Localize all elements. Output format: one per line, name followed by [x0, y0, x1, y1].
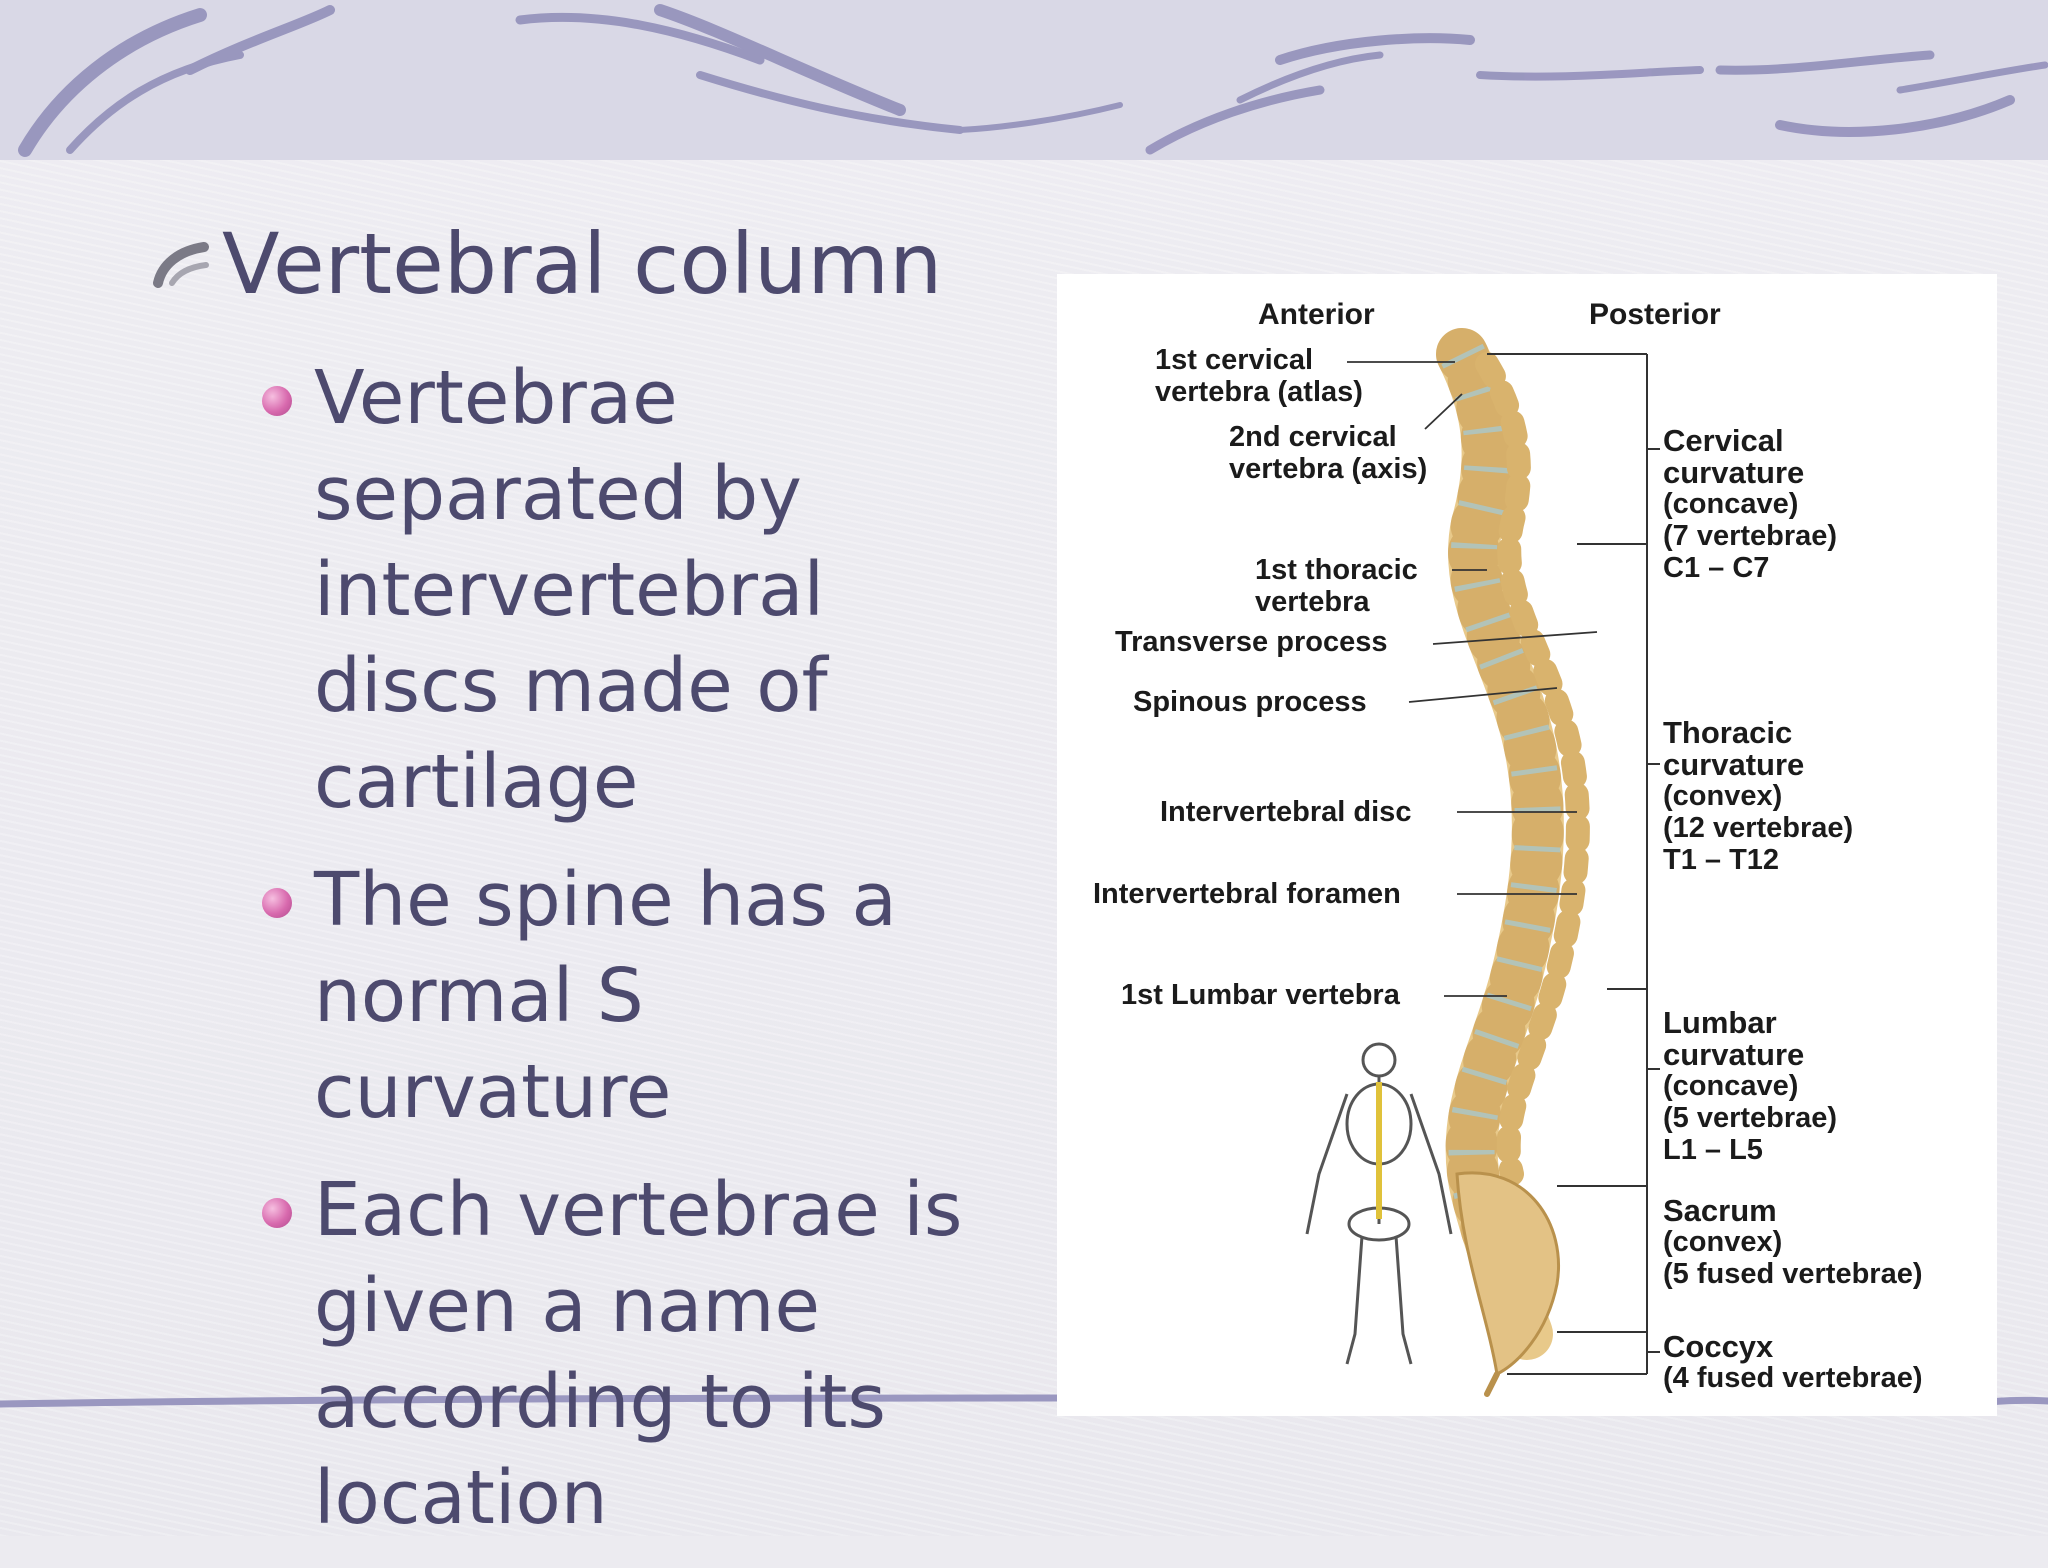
pink-bullet-icon: [262, 386, 292, 416]
lumbar-range: L1 – L5: [1663, 1134, 1763, 1166]
label-atlas-line2: vertebra (atlas): [1155, 376, 1363, 408]
cervical-range: C1 – C7: [1663, 552, 1770, 584]
thoracic-count: (12 vertebrae): [1663, 812, 1854, 844]
cervical-shape: (concave): [1663, 488, 1799, 520]
label-first-lumbar-vertebra: 1st Lumbar vertebra: [1121, 979, 1400, 1011]
decorative-top-band: [0, 0, 2048, 160]
label-spinous-process: Spinous process: [1133, 686, 1367, 718]
label-thoracic-line1: 1st thoracic: [1255, 554, 1418, 586]
label-axis-line2: vertebra (axis): [1229, 453, 1428, 485]
bullet-item: Vertebrae separated by intervertebral di…: [262, 350, 1022, 830]
label-intervertebral-foramen: Intervertebral foramen: [1093, 878, 1401, 910]
thoracic-shape: (convex): [1663, 780, 1783, 812]
label-thoracic-line2: vertebra: [1255, 586, 1370, 618]
title-bullet-swoosh-icon: [153, 242, 209, 288]
thoracic-title-line1: Thoracic: [1663, 715, 1793, 750]
slide-title: Vertebral column: [222, 215, 943, 313]
bullet-text: Vertebrae separated by intervertebral di…: [314, 355, 828, 825]
bullet-list: Vertebrae separated by intervertebral di…: [262, 350, 1022, 1568]
vertebral-column-figure: Anterior Posterior 1st cervical vertebra…: [1057, 274, 1997, 1416]
coccyx-title: Coccyx: [1663, 1329, 1774, 1364]
pink-bullet-icon: [262, 888, 292, 918]
lumbar-title-line2: curvature: [1663, 1037, 1805, 1072]
posterior-heading: Posterior: [1589, 298, 1721, 331]
bullet-item: The spine has a normal S curvature: [262, 852, 1022, 1140]
sacrum-shape: (convex): [1663, 1226, 1783, 1258]
title-row: Vertebral column: [150, 222, 942, 306]
bullet-text: The spine has a normal S curvature: [314, 857, 897, 1135]
cervical-count: (7 vertebrae): [1663, 520, 1838, 552]
label-intervertebral-disc: Intervertebral disc: [1160, 796, 1412, 828]
lumbar-count: (5 vertebrae): [1663, 1102, 1838, 1134]
sacrum-title: Sacrum: [1663, 1193, 1777, 1228]
bullet-text: Each vertebrae is given a name according…: [314, 1167, 963, 1541]
anterior-heading: Anterior: [1258, 298, 1375, 331]
label-transverse-process: Transverse process: [1115, 626, 1388, 658]
lumbar-shape: (concave): [1663, 1070, 1799, 1102]
cervical-title-line2: curvature: [1663, 455, 1805, 490]
lumbar-title-line1: Lumbar: [1663, 1005, 1777, 1040]
bullet-item: Each vertebrae is given a name according…: [262, 1162, 1022, 1546]
cervical-title-line1: Cervical: [1663, 423, 1784, 458]
pink-bullet-icon: [262, 1198, 292, 1228]
sacrum-count: (5 fused vertebrae): [1663, 1258, 1923, 1290]
label-atlas-line1: 1st cervical: [1155, 344, 1314, 376]
spine-illustration: [1305, 328, 1660, 1397]
label-axis-line1: 2nd cervical: [1229, 421, 1397, 453]
thoracic-title-line2: curvature: [1663, 747, 1805, 782]
coccyx-count: (4 fused vertebrae): [1663, 1362, 1923, 1394]
thoracic-range: T1 – T12: [1663, 844, 1780, 876]
